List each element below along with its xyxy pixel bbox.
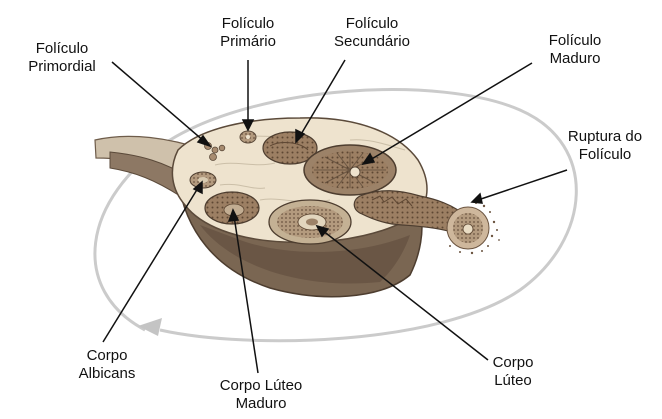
label-primordial-line2: Primordial	[12, 58, 112, 76]
label-foliculo-secundario: Folículo Secundário	[322, 15, 422, 51]
label-primario-line1: Folículo	[203, 15, 293, 33]
leader-primordial	[112, 62, 210, 146]
label-ruptura-line1: Ruptura do	[555, 128, 655, 146]
primary-follicle	[240, 131, 256, 143]
label-luteo-maduro-line2: Maduro	[206, 395, 316, 413]
leader-albicans	[103, 182, 202, 342]
corpus-albicans	[190, 172, 216, 188]
label-luteo-line1: Corpo	[478, 354, 548, 372]
label-maduro-line1: Folículo	[535, 32, 615, 50]
label-secundario-line1: Folículo	[322, 15, 422, 33]
label-foliculo-maduro: Folículo Maduro	[535, 32, 615, 68]
leader-ruptura	[472, 170, 567, 203]
label-corpo-luteo-maduro: Corpo Lúteo Maduro	[206, 377, 316, 413]
leader-primario	[243, 60, 253, 130]
label-primordial-line1: Folículo	[12, 40, 112, 58]
label-albicans-line2: Albicans	[62, 365, 152, 383]
cycle-arrowhead	[138, 318, 162, 336]
label-primario-line2: Primário	[203, 33, 293, 51]
label-ruptura-line2: Folículo	[555, 146, 655, 164]
label-corpo-luteo: Corpo Lúteo	[478, 354, 548, 390]
label-luteo-line2: Lúteo	[478, 372, 548, 390]
label-albicans-line1: Corpo	[62, 347, 152, 365]
label-foliculo-primario: Folículo Primário	[203, 15, 293, 51]
label-ruptura-do-foliculo: Ruptura do Folículo	[555, 128, 655, 164]
leader-maduro	[363, 63, 532, 164]
label-foliculo-primordial: Folículo Primordial	[12, 40, 112, 76]
label-corpo-albicans: Corpo Albicans	[62, 347, 152, 383]
label-secundario-line2: Secundário	[322, 33, 422, 51]
label-luteo-maduro-line1: Corpo Lúteo	[206, 377, 316, 395]
label-maduro-line2: Maduro	[535, 50, 615, 68]
corpus-luteum	[269, 200, 351, 244]
